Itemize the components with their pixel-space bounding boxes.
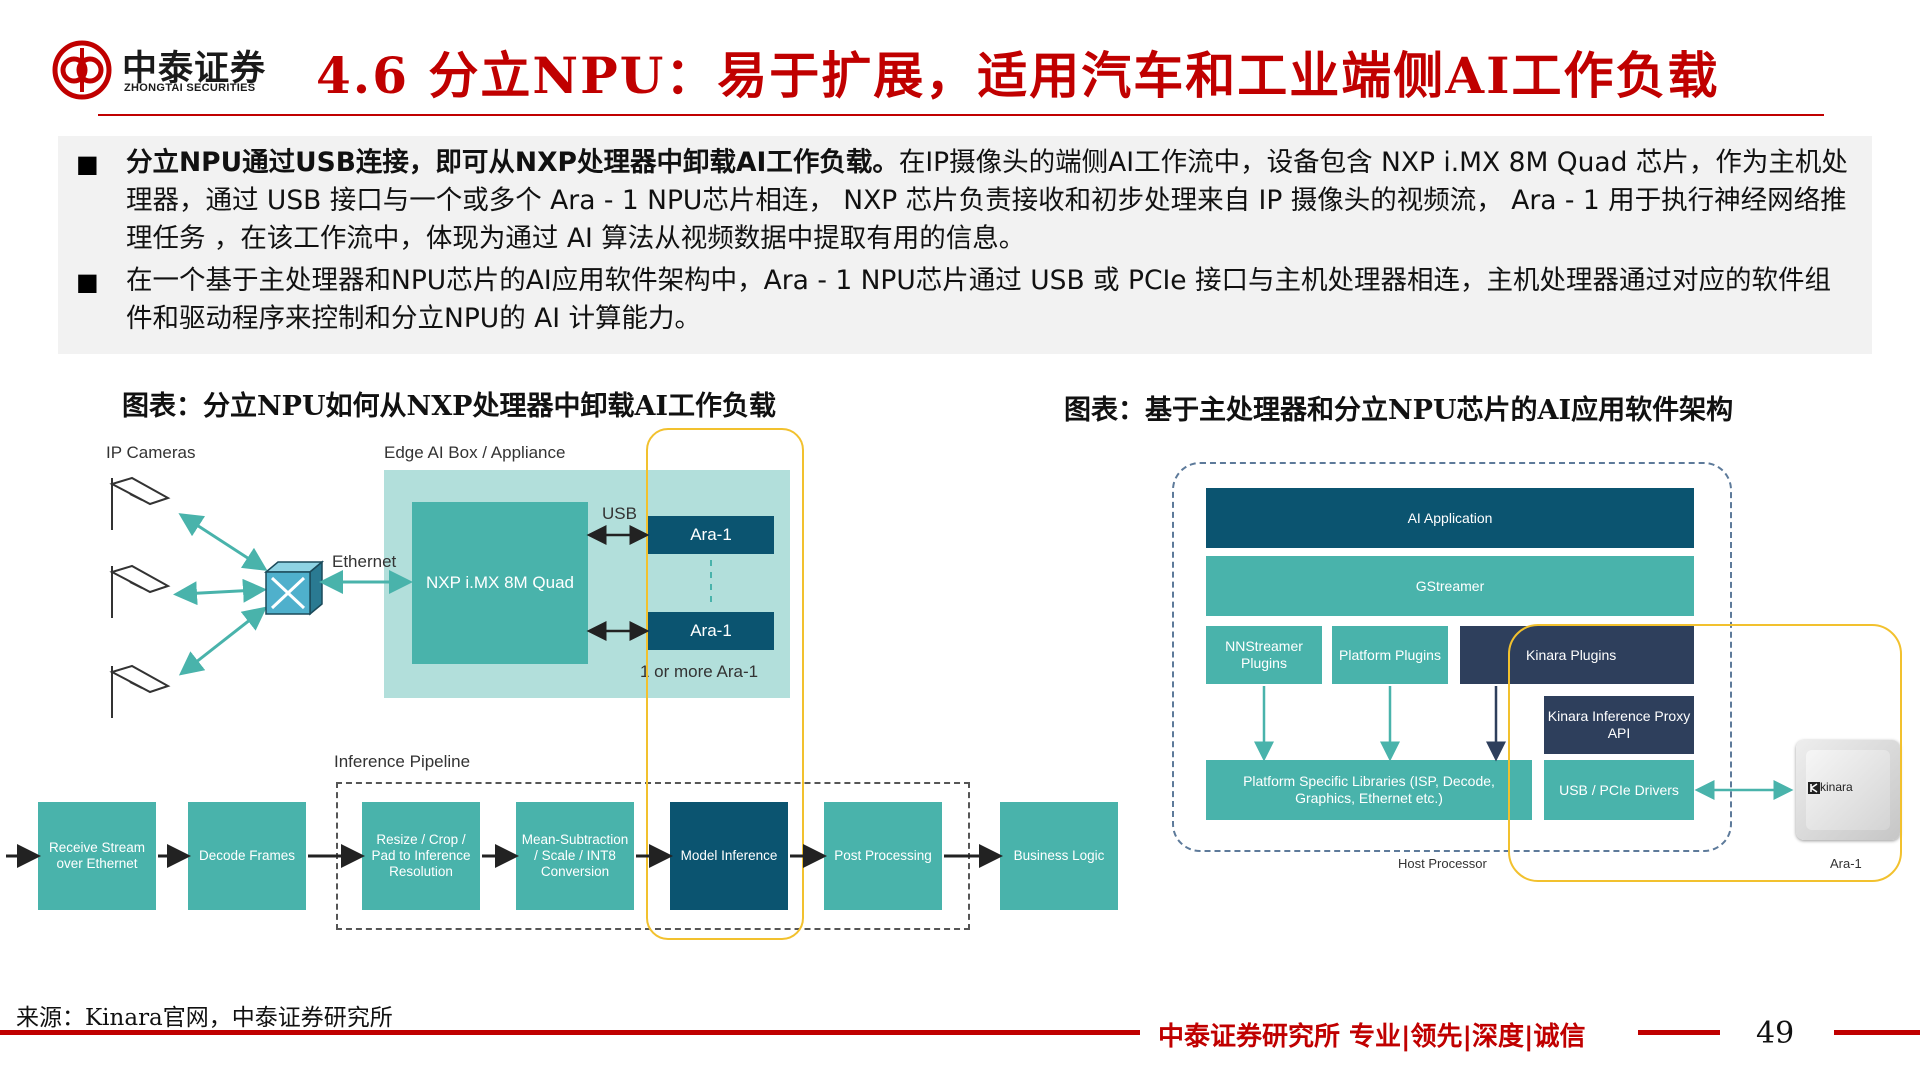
bullet-square-icon: ■ (76, 268, 99, 296)
logo-english-name: ZHONGTAI SECURITIES (124, 82, 256, 94)
title-divider (98, 114, 1824, 116)
host-processor-label: Host Processor (1398, 856, 1487, 871)
bullet-paragraph-1: 分立NPU通过USB连接，即可从NXP处理器中卸载AI工作负载。在IP摄像头的端… (126, 144, 1856, 258)
ip-camera-icon (109, 476, 171, 530)
ara-chip-top: Ara-1 (648, 516, 774, 554)
zhongtai-logo-icon (52, 40, 112, 100)
more-ara-label: 1 or more Ara-1 (640, 662, 759, 681)
ai-application-box: AI Application (1206, 488, 1694, 548)
pipeline-step-resize: Resize / Crop / Pad to Inference Resolut… (362, 802, 480, 910)
bullet-2-text: 在一个基于主处理器和NPU芯片的AI应用软件架构中，Ara - 1 NPU芯片通… (126, 265, 1831, 334)
gstreamer-box: GStreamer (1206, 556, 1694, 616)
kinara-logo-icon (1808, 782, 1820, 794)
ara-chip-image: kinara (1796, 740, 1900, 840)
edge-box-label: Edge AI Box / Appliance (384, 443, 566, 462)
chip-brand-label: kinara (1820, 780, 1853, 794)
right-figure-caption: 图表：基于主处理器和分立NPU芯片的AI应用软件架构 (1064, 395, 1734, 426)
host-processor-frame (1172, 462, 1732, 852)
ip-cameras-label: IP Cameras (106, 443, 196, 462)
bullet-1-bold: 分立NPU通过USB连接，即可从NXP处理器中卸载AI工作负载。 (126, 147, 899, 178)
logo-chinese-name: 中泰证券 (122, 49, 267, 89)
usb-pcie-drivers-box: USB / PCIe Drivers (1544, 760, 1694, 820)
pipeline-step-mean-subtraction: Mean-Subtraction / Scale / INT8 Conversi… (516, 802, 634, 910)
footer-slogan: 中泰证券研究所 专业|领先|深度|诚信 (1158, 1022, 1586, 1052)
nnstreamer-plugins-box: NNStreamer Plugins (1206, 626, 1322, 684)
pipeline-step-business-logic: Business Logic (1000, 802, 1118, 910)
company-logo: 中泰证券 ZHONGTAI SECURITIES (52, 38, 292, 102)
pipeline-step-decode: Decode Frames (188, 802, 306, 910)
usb-label: USB (602, 504, 637, 523)
ip-camera-icon (109, 664, 171, 718)
ethernet-label: Ethernet (332, 552, 397, 571)
source-note: 来源：Kinara官网，中泰证券研究所 (16, 1005, 393, 1031)
kinara-plugins-box: Kinara Plugins (1460, 626, 1694, 684)
page-title: 4.6 分立NPU：易于扩展，适用汽车和工业端侧AI工作负载 (316, 46, 1720, 105)
platform-plugins-box: Platform Plugins (1332, 626, 1448, 684)
pipeline-step-receive: Receive Stream over Ethernet (38, 802, 156, 910)
footer-divider-left (0, 1030, 1140, 1035)
ara-chip-bottom: Ara-1 (648, 612, 774, 650)
footer-divider-middle (1638, 1030, 1720, 1035)
chip-surface (1806, 750, 1890, 830)
pipeline-step-model-inference: Model Inference (670, 802, 788, 910)
ara-1-label: Ara-1 (1830, 856, 1862, 871)
kinara-proxy-api-box: Kinara Inference Proxy API (1544, 696, 1694, 754)
nxp-processor-box: NXP i.MX 8M Quad (412, 502, 588, 664)
footer-divider-right (1834, 1030, 1920, 1035)
ethernet-switch-icon (263, 560, 325, 616)
bullet-square-icon: ■ (76, 150, 99, 178)
ara-highlight-outline (646, 428, 804, 940)
pipeline-label: Inference Pipeline (334, 752, 471, 771)
platform-libraries-box: Platform Specific Libraries (ISP, Decode… (1206, 760, 1532, 820)
kinara-highlight-outline (1508, 624, 1902, 882)
page-number: 49 (1756, 1016, 1795, 1051)
ip-camera-icon (109, 564, 171, 618)
bullet-paragraph-2: 在一个基于主处理器和NPU芯片的AI应用软件架构中，Ara - 1 NPU芯片通… (126, 262, 1856, 338)
summary-textbox: ■ 分立NPU通过USB连接，即可从NXP处理器中卸载AI工作负载。在IP摄像头… (58, 136, 1872, 354)
left-figure-caption: 图表：分立NPU如何从NXP处理器中卸载AI工作负载 (122, 391, 777, 422)
bullet-1-text: 在IP摄像头的端侧AI工作流中，设备包含 NXP i.MX 8M Quad 芯片… (126, 147, 1848, 254)
pipeline-step-post-processing: Post Processing (824, 802, 942, 910)
